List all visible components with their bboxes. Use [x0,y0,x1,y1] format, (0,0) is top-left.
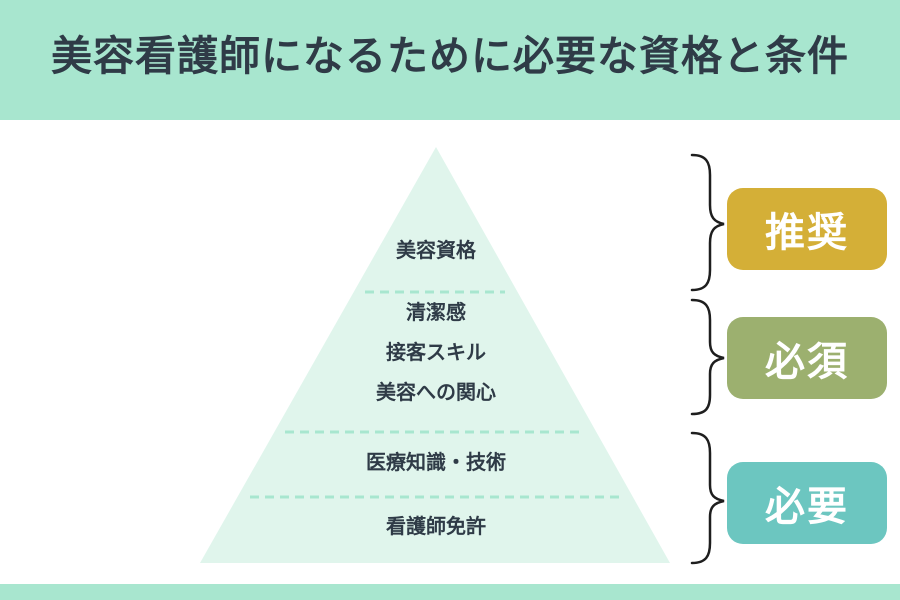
bracket-top [690,153,725,292]
tier-item-customer-service: 接客スキル [386,340,486,364]
badge-recommended: 推奨 [727,188,887,270]
tier-item-beauty-qualification: 美容資格 [396,238,476,262]
tier-item-medical-knowledge: 医療知識・技術 [366,450,506,474]
tier-item-beauty-interest: 美容への関心 [376,380,496,404]
header-banner: 美容看護師になるために必要な資格と条件 [0,0,900,120]
pyramid-shape [200,147,670,563]
badge-essential: 必須 [727,317,887,399]
page-title: 美容看護師になるために必要な資格と条件 [51,32,849,80]
tier-item-nurse-license: 看護師免許 [386,514,486,538]
tier-item-cleanliness: 清潔感 [406,300,466,324]
bracket-bottom [690,431,725,565]
footer-band [0,584,900,600]
badge-required: 必要 [727,462,887,544]
bracket-middle [690,298,725,416]
